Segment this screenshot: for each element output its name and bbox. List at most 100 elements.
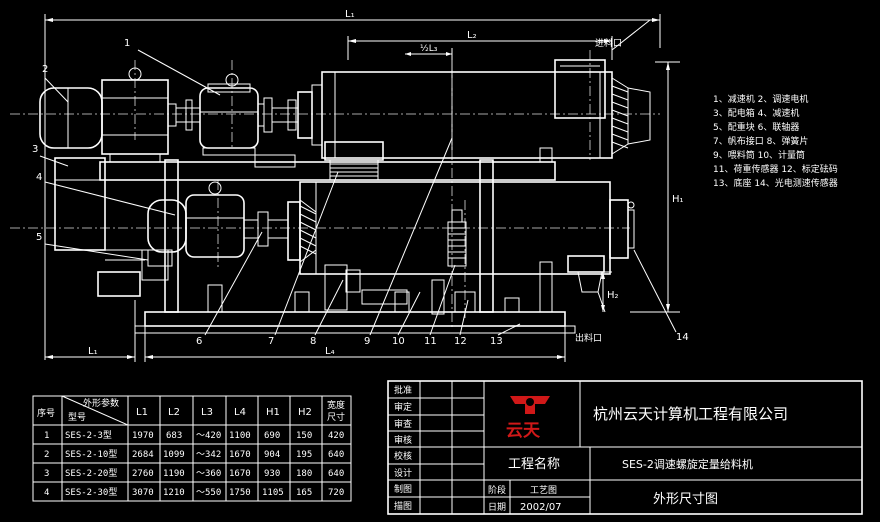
legend-line: 7、帆布接口 8、弹簧片 (713, 135, 808, 147)
role-label: 批准 (394, 384, 412, 396)
cell-seq: 1 (44, 431, 49, 441)
legend-line: 9、喂料筒 10、计量筒 (713, 149, 805, 161)
date-value: 2002/07 (520, 502, 562, 513)
cell-l1: 2684 (132, 450, 154, 460)
table-header-params: 外形参数 (83, 397, 119, 409)
callout-13: 13 (490, 336, 503, 347)
cell-h1: 904 (264, 450, 280, 460)
outlet-label: 出料口 (575, 332, 602, 344)
callout-9: 9 (364, 336, 370, 347)
part-callouts: 1 2 3 4 5 6 7 8 9 10 11 12 13 14 进料口 出料口 (32, 37, 689, 347)
cell-h1: 1105 (262, 488, 284, 498)
cell-model: SES-2-20型 (65, 468, 117, 479)
callout-8: 8 (310, 336, 316, 347)
cell-l4: 1750 (229, 488, 251, 498)
cell-seq: 3 (44, 469, 49, 479)
callout-12: 12 (454, 336, 467, 347)
table-col-header: L4 (234, 407, 246, 418)
callout-10: 10 (392, 336, 405, 347)
stage-value: 工艺图 (530, 485, 557, 496)
cell-model: SES-2-3型 (65, 430, 112, 441)
cell-width: 720 (328, 488, 344, 498)
cell-model: SES-2-30型 (65, 487, 117, 498)
legend-line: 5、配重块 6、联轴器 (713, 121, 799, 133)
dimension-lines: L₁ L₂ ½L₃ L₁ L₄ H₁ H₂ (44, 9, 684, 362)
stage-label: 阶段 (488, 484, 506, 496)
callout-5: 5 (36, 232, 42, 243)
cell-l3: ～342 (196, 450, 221, 460)
cell-l2: 683 (166, 431, 182, 441)
parts-legend: 1、减速机 2、调速电机 3、配电箱 4、减速机 5、配重块 6、联轴器 7、帆… (713, 93, 838, 189)
legend-line: 3、配电箱 4、减速机 (713, 107, 799, 119)
table-col-header: H2 (298, 407, 312, 418)
role-label: 描图 (394, 500, 412, 512)
callout-11: 11 (424, 336, 437, 347)
company-name: 杭州云天计算机工程有限公司 (593, 405, 788, 423)
table-header-model: 型号 (68, 412, 86, 423)
cell-l1: 2760 (132, 469, 154, 479)
table-col-header: L3 (201, 407, 213, 418)
cell-l2: 1099 (163, 450, 185, 460)
role-label: 设计 (394, 467, 412, 479)
logo-text: 云天 (506, 421, 541, 441)
table-row: 4 SES-2-30型 3070 1210 ～550 1750 1105 165… (44, 487, 344, 498)
cell-h1: 930 (264, 469, 280, 479)
dim-label-h1: H₁ (672, 194, 684, 205)
table-row: 2 SES-2-10型 2684 1099 ～342 1670 904 195 … (44, 449, 344, 460)
cell-l3: ～360 (196, 469, 221, 479)
lower-feeder-assembly (54, 157, 635, 334)
cell-l4: 1100 (229, 431, 251, 441)
title-block: 批准 审定 审查 审核 校核 设计 制图 描图 云天 杭州云天计算机工程有限公司… (387, 380, 863, 515)
project-name: SES-2调速螺旋定量给料机 (622, 457, 753, 471)
callout-3: 3 (32, 144, 38, 155)
cell-h2: 150 (296, 431, 312, 441)
cell-l2: 1190 (163, 469, 185, 479)
cell-l1: 1970 (132, 431, 154, 441)
cell-h2: 180 (296, 469, 312, 479)
cell-width: 640 (328, 450, 344, 460)
cell-l4: 1670 (229, 450, 251, 460)
cell-seq: 2 (44, 450, 49, 460)
date-label: 日期 (488, 502, 506, 513)
role-label: 审核 (394, 434, 412, 446)
dim-label-h2: H₂ (607, 290, 619, 301)
callout-7: 7 (268, 336, 274, 347)
callout-2: 2 (42, 64, 48, 75)
dim-label-l1: L₁ (345, 9, 355, 20)
role-label: 审查 (394, 418, 412, 430)
cell-width: 420 (328, 431, 344, 441)
cell-l3: ～550 (196, 488, 221, 498)
table-header-seq: 序号 (37, 407, 55, 419)
role-label: 制图 (394, 483, 412, 495)
callout-4: 4 (36, 172, 42, 183)
cell-l2: 1210 (163, 488, 185, 498)
callout-6: 6 (196, 336, 202, 347)
table-col-header: L2 (168, 407, 180, 418)
cell-h1: 690 (264, 431, 280, 441)
cell-l1: 3070 (132, 488, 154, 498)
dim-label-l1-bottom: L₁ (88, 346, 98, 357)
leader-lines (39, 19, 677, 336)
cell-h2: 165 (296, 488, 312, 498)
callout-14: 14 (676, 332, 689, 343)
table-header-width: 宽度 (327, 399, 345, 411)
cell-h2: 195 (296, 450, 312, 460)
callout-1: 1 (124, 38, 130, 49)
project-label: 工程名称 (508, 456, 560, 472)
cell-l3: ～420 (196, 431, 221, 441)
drawing-title: 外形尺寸图 (653, 492, 718, 507)
parameter-table: 外形参数 序号 型号 L1 L2 L3 L4 H1 H2 宽度 尺寸 1 SES… (32, 395, 352, 502)
dim-label-l2: L₂ (467, 30, 477, 41)
role-label: 审定 (394, 401, 412, 413)
inlet-label: 进料口 (595, 37, 622, 49)
upper-drive-assembly (39, 59, 651, 181)
role-label: 校核 (394, 450, 412, 462)
table-row: 1 SES-2-3型 1970 683 ～420 1100 690 150 42… (44, 430, 344, 441)
company-logo: 云天 (506, 396, 550, 441)
table-row: 3 SES-2-20型 2760 1190 ～360 1670 930 180 … (44, 468, 344, 479)
dim-label-l3: ½L₃ (420, 44, 438, 54)
legend-line: 11、荷重传感器 12、标定砝码 (713, 163, 838, 175)
dim-label-l4: L₄ (325, 346, 335, 357)
